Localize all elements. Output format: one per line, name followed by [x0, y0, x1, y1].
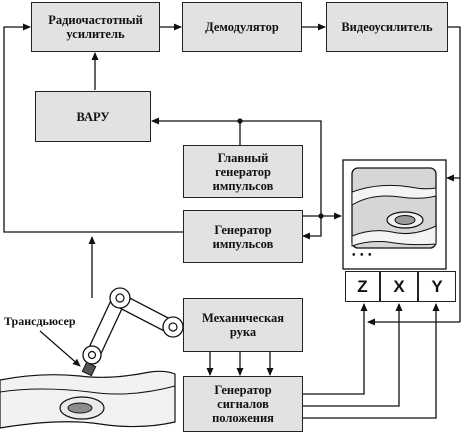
tissue-layer-icon — [351, 225, 437, 247]
position-signal-generator-block: Генератор сигналов положения — [183, 376, 303, 432]
tissue-layer-icon — [351, 184, 437, 206]
arrow-pos-to-z — [303, 303, 368, 395]
mechanical-arm-linkage — [81, 287, 184, 377]
transducer-pointer — [39, 330, 81, 367]
lesion-icon — [67, 402, 93, 414]
tissue-boundary-icon — [0, 385, 176, 395]
video-amplifier-block: Видеоусилитель — [326, 2, 448, 52]
arrow-pos-to-y — [303, 303, 440, 419]
body-cross-section — [0, 370, 176, 429]
x-input: X — [380, 271, 418, 302]
arrow-pulse-to-rf — [3, 23, 183, 233]
indicator-dots: • • • — [352, 250, 373, 261]
arm-joint-icon — [115, 293, 125, 303]
demodulator-block: Демодулятор — [182, 2, 302, 52]
lesion-icon — [394, 215, 416, 225]
transducer-label: Трансдьюсер — [4, 314, 76, 328]
arm-joint-icon — [87, 350, 97, 360]
display-monitor — [342, 159, 447, 270]
mechanical-arm-block: Механическая рука — [183, 298, 303, 352]
master-pulse-generator-block: Главный генератор импульсов — [183, 145, 303, 198]
arrow-master-to-pulse — [240, 120, 322, 240]
arm-joint-icon — [168, 322, 178, 332]
arrow-pos-to-x — [303, 303, 403, 407]
y-input: Y — [418, 271, 456, 302]
agc-block: ВАРУ — [35, 91, 151, 142]
transducer-probe-icon — [81, 361, 97, 377]
rf-amplifier-block: Радиочастотный усилитель — [31, 2, 160, 52]
pulse-generator-block: Генератор импульсов — [183, 210, 303, 263]
arrow-video-to-display — [446, 26, 461, 182]
z-input: Z — [345, 271, 380, 302]
